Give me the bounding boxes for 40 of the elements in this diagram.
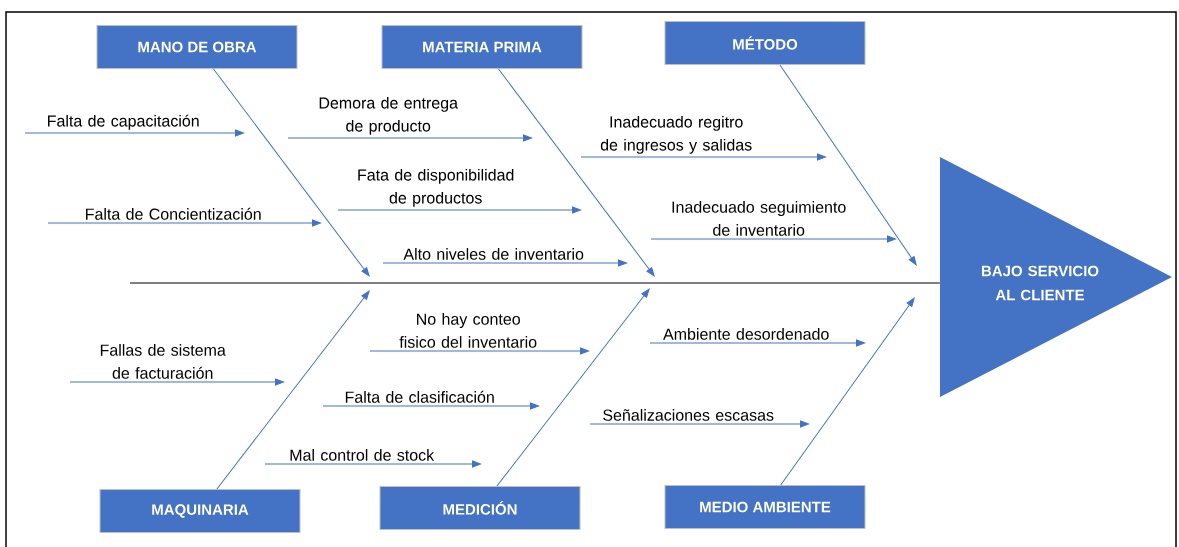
cause-text: Ambiente desordenado — [663, 328, 829, 340]
cause-text: Falta de Concientización — [86, 207, 261, 220]
cause-text: Alto niveles de inventario — [403, 248, 584, 260]
cause-text: Mal control de stock — [290, 449, 435, 461]
cause-text: Señalizaciones escasas — [603, 409, 774, 421]
bone-arrow — [779, 64, 917, 266]
cause-arrow — [369, 347, 589, 355]
category-box: MEDIO AMBIENTE — [664, 485, 866, 529]
cause-text: Inadecuado regitro de ingresos y salidas — [600, 115, 752, 154]
category-box: MATERIA PRIMA — [381, 25, 583, 69]
cause-arrow — [47, 219, 321, 227]
cause-arrow — [649, 339, 865, 347]
effect-triangle: BAJO SERVICIO AL CLIENTE — [940, 157, 1172, 397]
cause-text: Falta de capacitación — [48, 114, 199, 130]
cause-arrow — [24, 129, 244, 137]
cause-arrow — [69, 378, 284, 386]
cause-arrow — [650, 235, 896, 243]
spine-line — [129, 282, 941, 284]
cause-arrow — [589, 420, 809, 428]
category-box: MANO DE OBRA — [96, 25, 298, 69]
cause-arrow — [287, 134, 532, 142]
cause-arrow — [382, 259, 627, 267]
bone-arrow — [498, 68, 655, 277]
cause-text: Demora de entrega de producto — [319, 96, 458, 135]
cause-text: Fata de disponibilidad de productos — [358, 168, 514, 207]
bone-arrow — [216, 290, 370, 490]
category-box: MÉTODO — [664, 21, 866, 65]
bone-arrow — [780, 297, 915, 486]
cause-text: Inadecuado seguimiento de inventario — [672, 201, 846, 236]
cause-arrow — [264, 460, 481, 468]
cause-arrow — [337, 206, 581, 214]
category-box: MEDICIÓN — [379, 486, 581, 530]
bone-arrow — [213, 68, 370, 277]
cause-arrow — [580, 153, 826, 161]
cause-text: Fallas de sistema de facturación — [100, 344, 226, 379]
category-box: MAQUINARIA — [99, 489, 301, 533]
cause-arrow — [322, 402, 539, 410]
cause-text: Falta de clasificación — [345, 390, 494, 403]
cause-text: No hay conteo fisico del inventario — [399, 313, 537, 348]
bone-arrow — [496, 288, 650, 487]
